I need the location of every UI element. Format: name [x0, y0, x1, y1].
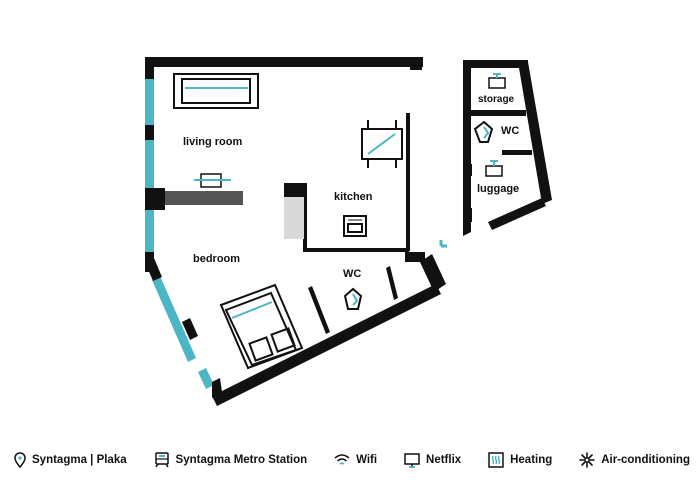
interior-walls [284, 113, 410, 334]
annex-walls [463, 60, 552, 236]
sofa-icon [173, 73, 259, 109]
label-storage: storage [478, 94, 515, 105]
location-pin-icon [14, 452, 26, 468]
column-shadow [284, 197, 304, 239]
luggage-icon [485, 160, 503, 177]
label-living-room: living room [183, 136, 243, 148]
dining-table-icon [361, 120, 403, 168]
legend-netflix: Netflix [404, 452, 462, 468]
legend-metro: Syntagma Metro Station [154, 452, 308, 468]
storage-box-icon [488, 73, 506, 89]
legend-heating: Heating [488, 452, 552, 468]
wifi-icon [334, 454, 350, 465]
snowflake-icon [579, 452, 595, 468]
label-kitchen: kitchen [334, 191, 373, 203]
metro-icon [154, 452, 169, 468]
legend-netflix-label: Netflix [426, 454, 462, 466]
toilet-icon [343, 287, 363, 310]
legend-metro-label: Syntagma Metro Station [175, 454, 308, 466]
label-luggage: luggage [477, 183, 520, 195]
legend-ac-label: Air-conditioning [601, 454, 690, 466]
heating-icon [488, 452, 504, 468]
legend-location: Syntagma | Plaka [14, 452, 127, 468]
windows [145, 79, 214, 389]
partition-wall [165, 191, 243, 205]
label-wc-main: WC [343, 268, 362, 280]
legend-location-label: Syntagma | Plaka [32, 454, 127, 466]
door-marker [439, 240, 447, 248]
toilet-icon-annex [473, 120, 494, 143]
legend-ac: Air-conditioning [579, 452, 690, 468]
label-wc-annex: WC [501, 125, 520, 137]
label-bedroom: bedroom [193, 253, 241, 265]
exterior-walls [145, 57, 423, 272]
legend-wifi: Wifi [334, 453, 377, 467]
stove-icon [343, 215, 367, 237]
floor-plan [145, 57, 552, 406]
tv-icon [404, 452, 420, 468]
bed-icon [219, 283, 304, 370]
tv-unit-icon [194, 173, 231, 188]
legend-wifi-label: Wifi [356, 454, 378, 466]
legend-heating-label: Heating [510, 454, 553, 466]
amenities-legend: Syntagma | Plaka Syntagma Metro Station … [14, 447, 690, 473]
diagonal-wall [145, 252, 446, 406]
